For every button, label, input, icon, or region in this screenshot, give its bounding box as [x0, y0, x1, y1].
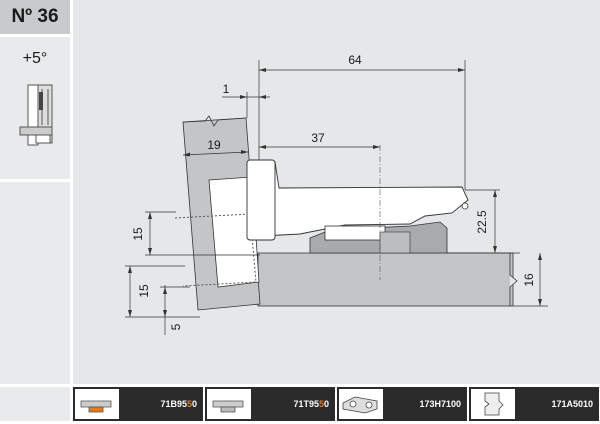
hinge-cup: [208, 176, 260, 288]
part-code: 71T9550: [293, 399, 329, 409]
drawing-number: Nº 36: [11, 6, 59, 27]
dim-15-upper: 15: [131, 227, 145, 241]
part-code: 173H7100: [419, 399, 461, 409]
hinge-arm-icon: [207, 389, 251, 419]
angle-box: +5°: [0, 37, 70, 179]
part-code: 171A5010: [551, 399, 593, 409]
part-item[interactable]: 173H7100: [337, 387, 467, 421]
dim-19: 19: [207, 138, 221, 152]
hinge-boss: [246, 159, 276, 241]
part-item[interactable]: 171A5010: [469, 387, 599, 421]
part-item[interactable]: 71B9550: [73, 387, 203, 421]
plate-clip: [324, 225, 386, 241]
part-code: 71B9550: [160, 399, 197, 409]
dim-15-lower: 15: [137, 284, 151, 298]
sidebar-spacer: [0, 182, 70, 384]
hinge-arm-icon: [75, 389, 119, 419]
adjustment-screw: [461, 202, 469, 210]
opening-angle: +5°: [22, 50, 48, 67]
boring-hole-dashed: [174, 213, 257, 287]
hinge-thumbnail-icon: [19, 84, 53, 146]
mounting-plate-icon: [339, 389, 383, 419]
part-item[interactable]: 71T9550: [205, 387, 335, 421]
number-box: Nº 36: [0, 0, 70, 34]
parts-strip: 71B9550 71T9550 173H7100 171A5010: [73, 387, 600, 421]
panel-break-line: [509, 253, 518, 306]
dim-16: 16: [522, 273, 536, 287]
dim-37: 37: [311, 131, 325, 145]
dim-5: 5: [169, 323, 183, 330]
dim-1: 1: [223, 82, 230, 96]
carcass-panel: [257, 252, 514, 307]
hinge-technical-drawing: 64 1 37 19 22.5 16 15 15 5: [125, 53, 548, 335]
door-break-line: [182, 115, 247, 127]
dimension-drawing: 64 1 37 19 22.5 16 15 15 5: [73, 0, 600, 384]
dim-22-5: 22.5: [475, 210, 489, 234]
sidebar-footer: [0, 387, 70, 421]
bracket-icon: [471, 389, 515, 419]
dim-64: 64: [348, 53, 362, 67]
